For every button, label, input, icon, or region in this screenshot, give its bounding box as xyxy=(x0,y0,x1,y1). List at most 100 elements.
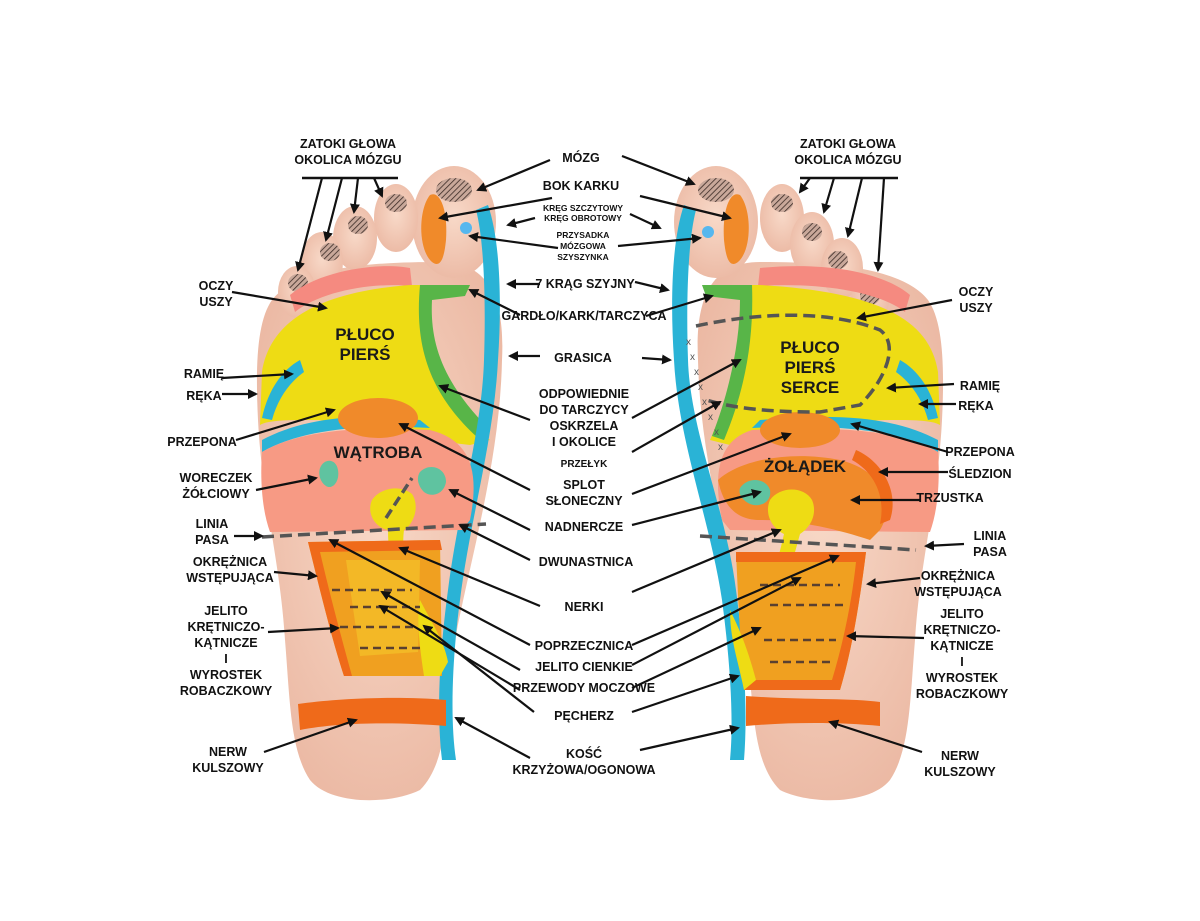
right-sciatic-label-2: KULSZOWY xyxy=(924,765,996,779)
right-big-toe-hatch xyxy=(698,178,734,202)
svg-text:x: x xyxy=(686,337,691,348)
spleen-label: ŚLEDZION xyxy=(948,466,1011,481)
left-eyes-label-2: USZY xyxy=(199,295,233,309)
left-toe-2 xyxy=(374,184,418,252)
right-ileum-label-6: ROBACZKOWY xyxy=(916,687,1009,701)
kidneys-label: NERKI xyxy=(565,600,604,614)
duodenum-label: DWUNASTNICA xyxy=(539,555,633,569)
right-colon-label-1: OKRĘŻNICA xyxy=(921,568,995,583)
small-int-label: JELITO CIENKIE xyxy=(535,660,633,674)
right-ileum-label-5: WYROSTEK xyxy=(926,671,998,685)
right-lung-label-2: PIERŚ xyxy=(784,358,835,377)
right-waist-line xyxy=(699,534,917,552)
right-eyes-label-1: OCZY xyxy=(959,285,994,299)
pituitary-label-2: MÓZGOWA xyxy=(560,240,606,251)
right-lung-label-3: SERCE xyxy=(781,378,840,397)
left-ileum-label-6: ROBACZKOWY xyxy=(180,684,273,698)
left-sinus-label-1: ZATOKI GŁOWA xyxy=(300,137,396,151)
right-hand-label: RĘKA xyxy=(958,399,993,413)
right-sinus-label-2: OKOLICA MÓZGU xyxy=(794,152,901,167)
right-toe2-hatch xyxy=(771,194,793,212)
right-heart-outline xyxy=(695,313,891,414)
right-ileum-label-1: JELITO xyxy=(940,607,984,621)
right-toe4-hatch xyxy=(828,251,848,269)
thymus-label: GRASICA xyxy=(554,351,612,365)
left-toe2-hatch xyxy=(385,194,407,212)
left-ileum-label-5: WYROSTEK xyxy=(190,668,262,682)
thyroid-rel-label-1: ODPOWIEDNIE xyxy=(539,387,629,401)
left-ileum-label-3: KĄTNICZE xyxy=(194,636,257,650)
right-throat-zone xyxy=(702,285,753,440)
left-pituitary-dot xyxy=(460,222,472,234)
pituitary-label-3: SZYSZYNKA xyxy=(557,252,608,262)
left-toe3-hatch xyxy=(348,216,368,234)
right-ileum-label-2: KRĘTNICZO- xyxy=(923,623,1000,637)
thyroid-rel-label-2: DO TARCZYCY xyxy=(539,403,629,417)
left-lung-label-1: PŁUCO xyxy=(335,325,395,344)
left-sinus-label-2: OKOLICA MÓZGU xyxy=(294,152,401,167)
left-ileum-label-4: I xyxy=(224,652,227,666)
left-waist-line xyxy=(261,522,487,539)
svg-text:x: x xyxy=(698,382,703,393)
left-solar-zone xyxy=(338,398,418,438)
vertebra-label-1: KRĘG SZCZYTOWY xyxy=(543,203,623,213)
left-shoulder-label: RAMIĘ xyxy=(184,367,224,381)
callout-labels: ZATOKI GŁOWA OKOLICA MÓZGU ZATOKI GŁOWA … xyxy=(167,137,1014,779)
left-sciatic-label-1: NERW xyxy=(209,745,247,759)
sacrum-label-2: KRZYŻOWA/OGONOWA xyxy=(512,762,655,777)
transverse-label: POPRZECZNICA xyxy=(535,639,634,653)
vertebra-label-2: KRĘG OBROTOWY xyxy=(544,213,622,223)
right-solar-zone xyxy=(760,412,840,448)
right-spine-zone xyxy=(672,205,746,760)
adrenal-label: NADNERCZE xyxy=(545,520,623,534)
left-ileum-label-1: JELITO xyxy=(204,604,248,618)
left-sciatic-label-2: KULSZOWY xyxy=(192,761,264,775)
left-colon-label-2: WSTĘPUJĄCA xyxy=(186,571,274,585)
left-hand-label: RĘKA xyxy=(186,389,221,403)
right-eyes-label-2: USZY xyxy=(959,301,993,315)
right-sciatic-label-1: NERW xyxy=(941,749,979,763)
solar-label-2: SŁONECZNY xyxy=(545,494,623,508)
left-lung-label-2: PIERŚ xyxy=(339,345,390,364)
solar-label-1: SPLOT xyxy=(563,478,605,492)
pancreas-label: TRZUSTKA xyxy=(916,491,983,505)
bronchi-label-1: OSKRZELA xyxy=(550,419,619,433)
left-ileum-label-2: KRĘTNICZO- xyxy=(187,620,264,634)
right-bladder-zone xyxy=(730,610,756,690)
left-colon-edge xyxy=(308,540,442,676)
c7-label: 7 KRĄG SZYJNY xyxy=(535,277,635,291)
left-big-toe-hatch xyxy=(436,178,472,202)
right-stomach-label: ŻOŁĄDEK xyxy=(764,457,847,476)
zone-labels: PŁUCO PIERŚ WĄTROBA PŁUCO PIERŚ SERCE ŻO… xyxy=(334,325,847,476)
neck-side-label: BOK KARKU xyxy=(543,179,619,193)
left-sciatic-zone xyxy=(298,697,446,730)
right-shoulder-label: RAMIĘ xyxy=(960,379,1000,393)
callout-arrows xyxy=(221,154,965,759)
right-eye-zone xyxy=(758,266,910,312)
left-lung-zone xyxy=(260,285,490,445)
right-waist-label-2: PASA xyxy=(973,545,1007,559)
svg-text:x: x xyxy=(718,442,723,453)
left-liver-label: WĄTROBA xyxy=(334,443,423,462)
right-foot: xxx xxx xx xyxy=(672,166,944,801)
right-colon-label-2: WSTĘPUJĄCA xyxy=(914,585,1002,599)
left-waist-label-1: LINIA xyxy=(196,517,229,531)
left-adrenal-zone xyxy=(417,467,446,495)
right-waist-label-1: LINIA xyxy=(974,529,1007,543)
right-diaphragm-label: PRZEPONA xyxy=(945,445,1014,459)
gallbladder-label-2: ŻÓŁCIOWY xyxy=(182,486,250,501)
right-esophagus-marks: xxx xxx xx xyxy=(686,337,723,453)
right-ileum-label-4: I xyxy=(960,655,963,669)
bladder-label: PĘCHERZ xyxy=(554,709,614,723)
svg-text:x: x xyxy=(690,352,695,363)
right-ileum-label-3: KĄTNICZE xyxy=(930,639,993,653)
gallbladder-label-1: WORECZEK xyxy=(180,471,253,485)
right-sciatic-zone xyxy=(746,696,880,726)
right-toe3-hatch xyxy=(802,223,822,241)
left-colon-label-1: OKRĘŻNICA xyxy=(193,554,267,569)
left-waist-label-2: PASA xyxy=(195,533,229,547)
left-eye-zone xyxy=(290,266,412,312)
left-waist-diag xyxy=(384,477,414,519)
right-spleen-zone xyxy=(852,450,893,524)
